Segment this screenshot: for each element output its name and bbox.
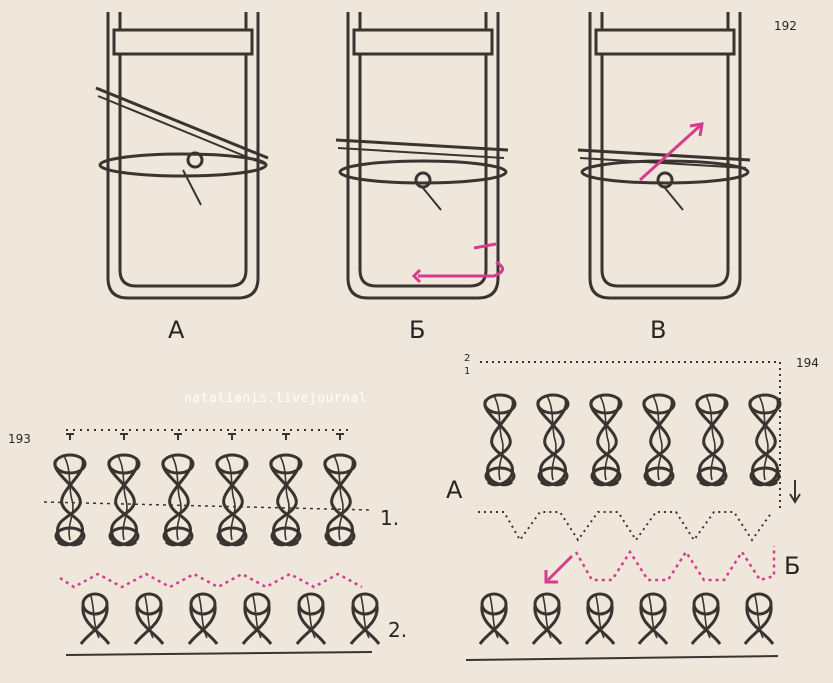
twist-loop (161, 453, 195, 547)
yarn-loop (338, 159, 508, 185)
fork-frame-outer (106, 12, 260, 300)
turn-arrow-tail (473, 242, 497, 250)
yarn-strand (97, 95, 265, 165)
fork-frame-outer (588, 12, 742, 300)
hairpin-fork-v (577, 12, 751, 300)
twist-loop (323, 453, 357, 547)
row-b-label: Б (784, 552, 801, 580)
pink-arrow (546, 554, 574, 582)
hairpin-fork-a (95, 12, 269, 300)
yarn-loop (580, 159, 750, 185)
yarn-strand (337, 147, 505, 159)
stitch-mark (120, 433, 128, 440)
side-arrowhead (789, 493, 801, 504)
fork-frame-inner (600, 12, 730, 288)
figure-194-number: 194 (796, 356, 819, 370)
twist-loop-lower (690, 592, 722, 646)
direction-arrowhead (689, 122, 704, 137)
yarn-tail (664, 187, 684, 211)
edge-mark-2: 2 (464, 353, 471, 364)
figure-193 (43, 429, 381, 656)
stitch-mark (336, 433, 344, 440)
turn-arrowhead (411, 268, 422, 284)
twist-loop (107, 453, 141, 547)
turn-arrow (418, 260, 504, 278)
stitch-mark (282, 433, 290, 440)
twist-loop-lower (133, 592, 165, 646)
pink-join-chain (59, 572, 363, 589)
hairpin-fork-b (335, 12, 509, 300)
stitch-mark (228, 433, 236, 440)
center-spine (43, 501, 371, 511)
fork-frame-outer (346, 12, 500, 300)
twist-loop (748, 393, 782, 487)
fork-frame-inner (118, 12, 248, 288)
row-1-label: 1. (380, 506, 400, 530)
twist-loop-lower (584, 592, 616, 646)
row-a-label: А (446, 476, 463, 504)
direction-arrow (638, 122, 704, 182)
yarn-tail (422, 187, 442, 211)
panel-b-label: Б (409, 316, 426, 344)
figure-194 (465, 361, 801, 661)
yarn-strand (579, 157, 747, 169)
watermark-text: natalianis.livejournal (184, 391, 368, 406)
figure-193-number: 193 (8, 432, 31, 446)
fork-top-bar (594, 28, 736, 56)
stitch-mark (174, 433, 182, 440)
connecting-chain-dotted (478, 511, 773, 542)
twist-loop-lower (637, 592, 669, 646)
twist-loop (53, 453, 87, 547)
twist-loop-lower (478, 592, 510, 646)
crochet-hook (335, 138, 509, 152)
twist-loop (536, 393, 570, 487)
stitch-mark (66, 433, 74, 440)
yarn-tail (182, 169, 202, 206)
panel-v-label: В (650, 316, 667, 344)
twist-loop (589, 393, 623, 487)
twist-loop-lower (349, 592, 381, 646)
crochet-hook (95, 86, 269, 160)
twist-loop-lower (241, 592, 273, 646)
twist-loop (215, 453, 249, 547)
panel-a-label: А (168, 316, 185, 344)
twist-loop (642, 393, 676, 487)
edge-mark-1: 1 (464, 366, 471, 377)
yarn-loop (98, 152, 268, 178)
pink-arrowhead (544, 570, 558, 584)
twist-loop (483, 393, 517, 487)
figure-192-number: 192 (774, 19, 797, 33)
crochet-hook (577, 148, 751, 162)
fork-top-bar (112, 28, 254, 56)
figure-192 (95, 12, 751, 300)
yarn-knot (186, 151, 204, 169)
twist-loop (695, 393, 729, 487)
yarn-knot (414, 171, 432, 189)
twist-loop (269, 453, 303, 547)
bottom-edge (65, 651, 373, 656)
border-chain-dotted (480, 361, 781, 512)
pink-connecting-chain (574, 546, 776, 582)
fork-top-bar (352, 28, 494, 56)
row-2-label: 2. (388, 618, 408, 642)
yarn-knot (656, 171, 674, 189)
twist-loop-lower (531, 592, 563, 646)
bottom-edge (465, 655, 779, 661)
twist-loop-lower (187, 592, 219, 646)
twist-loop-lower (295, 592, 327, 646)
twist-loop-lower (743, 592, 775, 646)
twist-loop-lower (79, 592, 111, 646)
